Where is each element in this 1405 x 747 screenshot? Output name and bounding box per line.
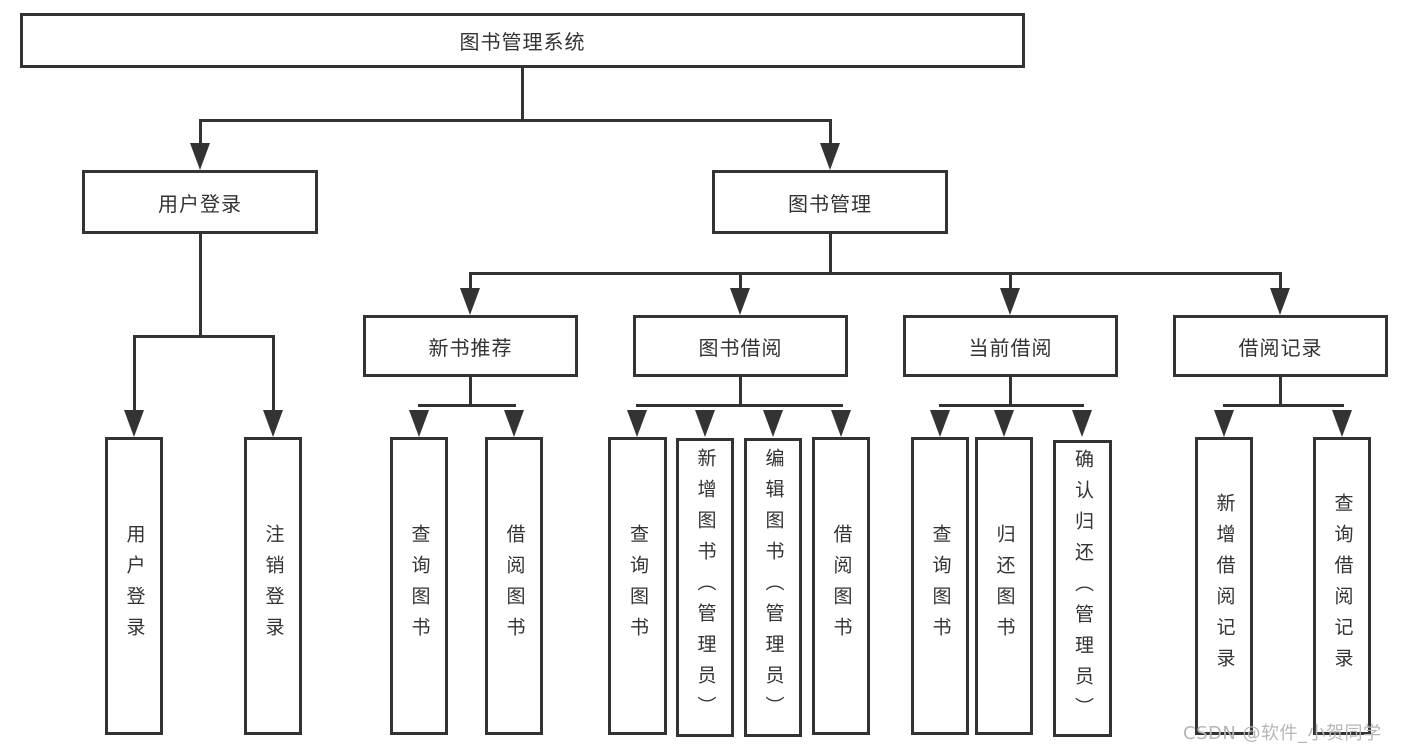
leaf-query-books-recommend: 查询图书 bbox=[390, 437, 448, 735]
leaf-add-borrow-record: 新增借阅记录 bbox=[1195, 437, 1253, 735]
arrow-down-icon bbox=[409, 410, 429, 437]
arrow-down-icon bbox=[1214, 410, 1234, 437]
connector-line bbox=[469, 377, 472, 406]
node-book-management: 图书管理 bbox=[712, 170, 948, 234]
connector-line bbox=[829, 119, 832, 149]
connector-line bbox=[939, 404, 1084, 407]
connector-line bbox=[199, 119, 202, 149]
leaf-edit-books-admin: 编辑图书（管理员） bbox=[744, 438, 802, 737]
connector-line bbox=[1009, 272, 1012, 292]
leaf-add-books-admin: 新增图书（管理员） bbox=[676, 438, 734, 737]
leaf-query-borrow-record: 查询借阅记录 bbox=[1313, 437, 1371, 735]
connector-line bbox=[272, 335, 275, 413]
connector-line bbox=[469, 272, 472, 292]
connector-line bbox=[199, 119, 831, 122]
arrow-down-icon bbox=[1000, 288, 1020, 315]
arrow-down-icon bbox=[831, 410, 851, 437]
connector-line bbox=[133, 335, 136, 413]
leaf-query-books-borrowing: 查询图书 bbox=[608, 437, 667, 735]
leaf-query-books-current: 查询图书 bbox=[911, 437, 969, 735]
arrow-down-icon bbox=[263, 410, 283, 437]
connector-line bbox=[739, 272, 742, 292]
arrow-down-icon bbox=[627, 410, 647, 437]
arrow-down-icon bbox=[695, 410, 715, 437]
node-current-borrowing: 当前借阅 bbox=[903, 315, 1118, 377]
connector-line bbox=[1279, 377, 1282, 406]
arrow-down-icon bbox=[1270, 288, 1290, 315]
arrow-down-icon bbox=[124, 410, 144, 437]
arrow-down-icon bbox=[994, 410, 1014, 437]
connector-line bbox=[829, 234, 832, 274]
node-book-borrowing: 图书借阅 bbox=[633, 315, 848, 377]
arrow-down-icon bbox=[1332, 410, 1352, 437]
node-user-login: 用户登录 bbox=[82, 170, 318, 234]
arrow-down-icon bbox=[730, 288, 750, 315]
connector-line bbox=[1009, 377, 1012, 406]
connector-line bbox=[521, 68, 524, 120]
leaf-user-login: 用户登录 bbox=[105, 437, 163, 735]
connector-line bbox=[739, 377, 742, 406]
arrow-down-icon bbox=[504, 410, 524, 437]
arrow-down-icon bbox=[763, 410, 783, 437]
connector-line bbox=[636, 404, 843, 407]
arrow-down-icon bbox=[460, 288, 480, 315]
arrow-down-icon bbox=[820, 143, 840, 170]
connector-line bbox=[133, 335, 275, 338]
watermark: CSDN @软件_小贺同学 bbox=[1183, 723, 1382, 744]
arrow-down-icon bbox=[930, 410, 950, 437]
connector-line bbox=[1223, 404, 1344, 407]
node-new-book-recommend: 新书推荐 bbox=[363, 315, 578, 377]
node-borrowing-records: 借阅记录 bbox=[1173, 315, 1388, 377]
connector-line bbox=[418, 404, 516, 407]
leaf-return-books: 归还图书 bbox=[975, 437, 1033, 735]
arrow-down-icon bbox=[190, 143, 210, 170]
connector-line bbox=[1279, 272, 1282, 292]
leaf-logout: 注销登录 bbox=[244, 437, 302, 735]
leaf-borrow-books-borrowing: 借阅图书 bbox=[812, 437, 870, 735]
connector-line bbox=[469, 272, 1282, 275]
leaf-confirm-return-admin: 确认归还（管理员） bbox=[1053, 440, 1112, 737]
connector-line bbox=[199, 234, 202, 337]
leaf-borrow-books-recommend: 借阅图书 bbox=[485, 437, 543, 735]
node-root: 图书管理系统 bbox=[20, 13, 1025, 68]
arrow-down-icon bbox=[1072, 410, 1092, 437]
